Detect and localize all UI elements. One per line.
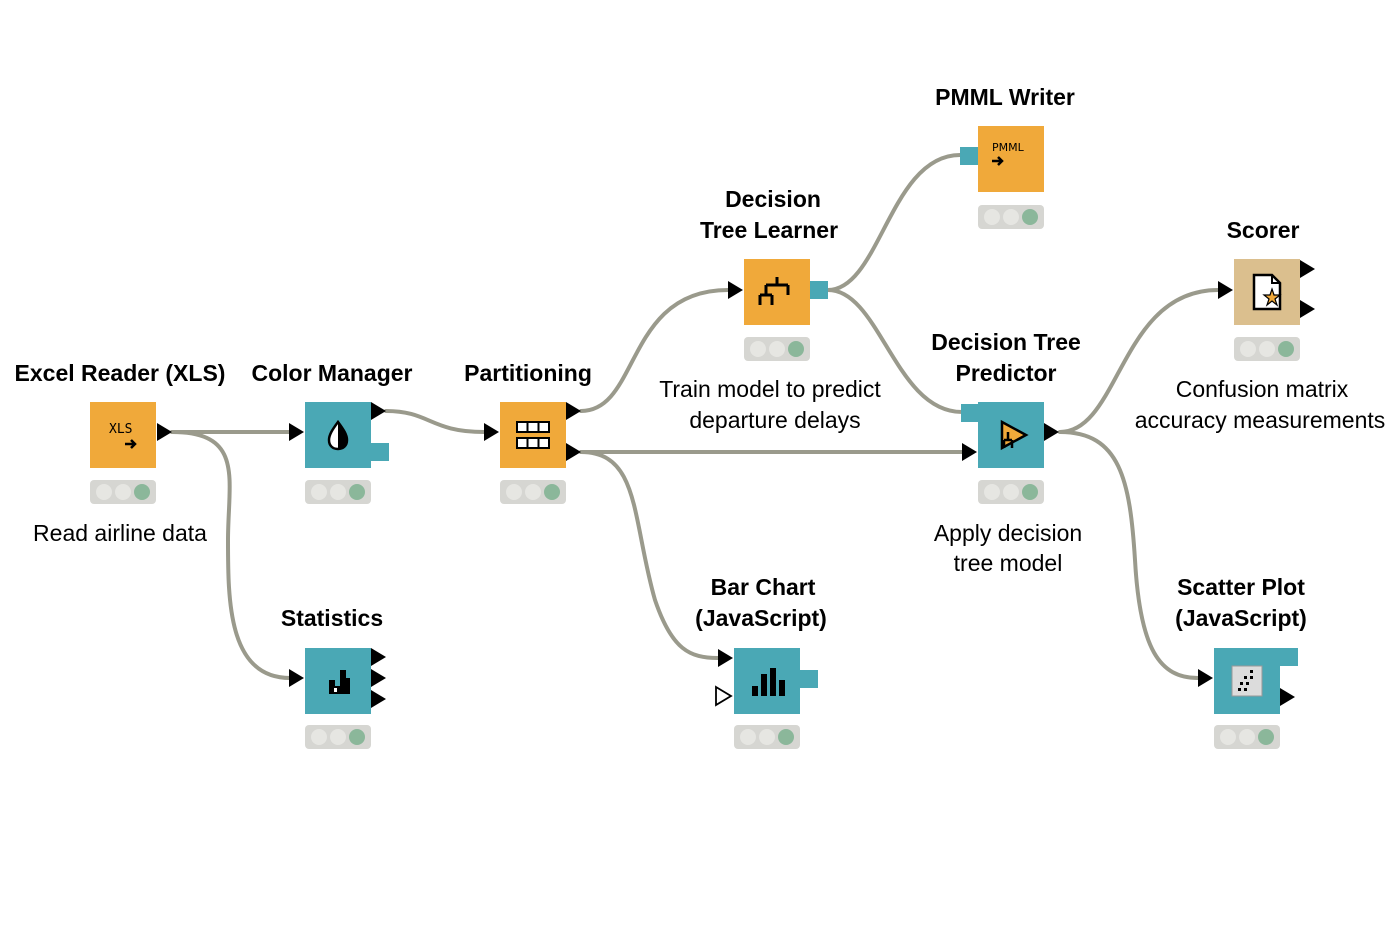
statistics-outport-1[interactable]	[371, 648, 386, 666]
connection-learner-to-pmml[interactable]	[826, 153, 962, 292]
statistics-status	[305, 725, 371, 749]
bar-chart-title-line1: Bar Chart	[710, 574, 816, 600]
scatter-plot-title-line1: Scatter Plot	[1177, 574, 1305, 600]
dt-predictor-node[interactable]	[978, 402, 1044, 468]
statistics-title: Statistics	[280, 605, 384, 631]
partitioning-node[interactable]	[500, 402, 566, 468]
dt-learner-node[interactable]	[744, 259, 810, 325]
tree-predictor-icon	[1000, 419, 1029, 451]
scorer-node[interactable]	[1234, 259, 1300, 325]
dt-predictor-status	[978, 480, 1044, 504]
scatter-plot-outport[interactable]	[1280, 688, 1295, 706]
scorer-icon	[1252, 273, 1282, 311]
dt-learner-title-line1: Decision	[725, 186, 821, 212]
bar-chart-status	[734, 725, 800, 749]
bar-chart-node[interactable]	[734, 648, 800, 714]
excel-reader-status	[90, 480, 156, 504]
partitioning-title: Partitioning	[464, 360, 592, 386]
dt-predictor-description-line2: tree model	[953, 550, 1063, 576]
bar-chart-optional-inport-outline	[715, 685, 733, 707]
color-manager-inport[interactable]	[289, 423, 304, 441]
bar-chart-inport[interactable]	[718, 649, 733, 667]
xls-reader-icon-label: XLS	[109, 422, 132, 437]
statistics-icon	[329, 670, 350, 694]
statistics-inport[interactable]	[289, 669, 304, 687]
statistics-node[interactable]	[305, 648, 371, 714]
dt-learner-status	[744, 337, 810, 361]
scatter-plot-view-port[interactable]	[1280, 648, 1298, 666]
dt-predictor-description-line1: Apply decision	[933, 520, 1083, 546]
dt-learner-description-line1: Train model to predict	[659, 376, 881, 402]
scatter-plot-title-line2: (JavaScript)	[1175, 605, 1307, 631]
dt-learner-inport[interactable]	[728, 281, 743, 299]
statistics-outport-3[interactable]	[371, 690, 386, 708]
scatter-plot-icon	[1231, 665, 1263, 697]
scorer-outport-1[interactable]	[1300, 260, 1315, 278]
color-manager-model-port[interactable]	[371, 443, 389, 461]
scatter-plot-inport[interactable]	[1198, 669, 1213, 687]
color-manager-outport[interactable]	[371, 402, 386, 420]
color-manager-title: Color Manager	[251, 360, 413, 386]
connection-partitioning-to-learner[interactable]	[579, 288, 730, 413]
color-manager-status	[305, 480, 371, 504]
pmml-writer-node[interactable]: PMML	[978, 126, 1044, 192]
scorer-status	[1234, 337, 1300, 361]
bar-chart-view-port[interactable]	[800, 670, 818, 688]
partitioning-outport-1[interactable]	[566, 402, 581, 420]
connection-predictor-to-scatter[interactable]	[1058, 430, 1200, 680]
partition-icon	[516, 421, 550, 449]
color-manager-node[interactable]	[305, 402, 371, 468]
connection-learner-to-predictor[interactable]	[826, 288, 964, 414]
connection-partitioning-to-barchart[interactable]	[579, 450, 720, 660]
scatter-plot-node[interactable]	[1214, 648, 1280, 714]
bar-chart-icon	[752, 668, 785, 696]
dt-learner-description-line2: departure delays	[689, 407, 861, 433]
tree-learner-icon	[758, 277, 790, 305]
scorer-outport-2[interactable]	[1300, 300, 1315, 318]
dt-learner-model-port[interactable]	[810, 281, 828, 299]
scatter-plot-status	[1214, 725, 1280, 749]
scorer-inport[interactable]	[1218, 281, 1233, 299]
pmml-writer-icon: PMML	[992, 141, 1025, 166]
partitioning-outport-2[interactable]	[566, 443, 581, 461]
partitioning-status	[500, 480, 566, 504]
pmml-writer-title: PMML Writer	[935, 84, 1075, 110]
excel-reader-node[interactable]: XLS	[90, 402, 156, 468]
scorer-description-line1: Confusion matrix	[1175, 376, 1349, 402]
dt-predictor-model-inport[interactable]	[961, 404, 979, 422]
dt-predictor-title-line2: Predictor	[955, 360, 1057, 386]
xls-reader-icon: XLS	[109, 422, 137, 449]
dt-learner-title-line2: Tree Learner	[699, 217, 839, 243]
statistics-outport-2[interactable]	[371, 669, 386, 687]
color-drop-icon	[327, 419, 349, 451]
bar-chart-title-line2: (JavaScript)	[695, 605, 827, 631]
pmml-writer-icon-label: PMML	[992, 141, 1025, 154]
connection-color-to-partitioning[interactable]	[384, 409, 486, 434]
connection-predictor-to-scorer[interactable]	[1058, 288, 1220, 434]
excel-reader-outport[interactable]	[157, 423, 172, 441]
scorer-description-line2: accuracy measurements	[1134, 407, 1386, 433]
scorer-title: Scorer	[1226, 217, 1300, 243]
dt-predictor-data-inport[interactable]	[962, 443, 977, 461]
partitioning-inport[interactable]	[484, 423, 499, 441]
connection-excel-to-statistics[interactable]	[170, 430, 292, 680]
dt-predictor-outport[interactable]	[1044, 423, 1059, 441]
dt-predictor-title-line1: Decision Tree	[931, 329, 1081, 355]
excel-reader-description: Read airline data	[33, 520, 207, 546]
pmml-writer-inport[interactable]	[960, 147, 978, 165]
excel-reader-title: Excel Reader (XLS)	[14, 360, 226, 386]
pmml-writer-status	[978, 205, 1044, 229]
